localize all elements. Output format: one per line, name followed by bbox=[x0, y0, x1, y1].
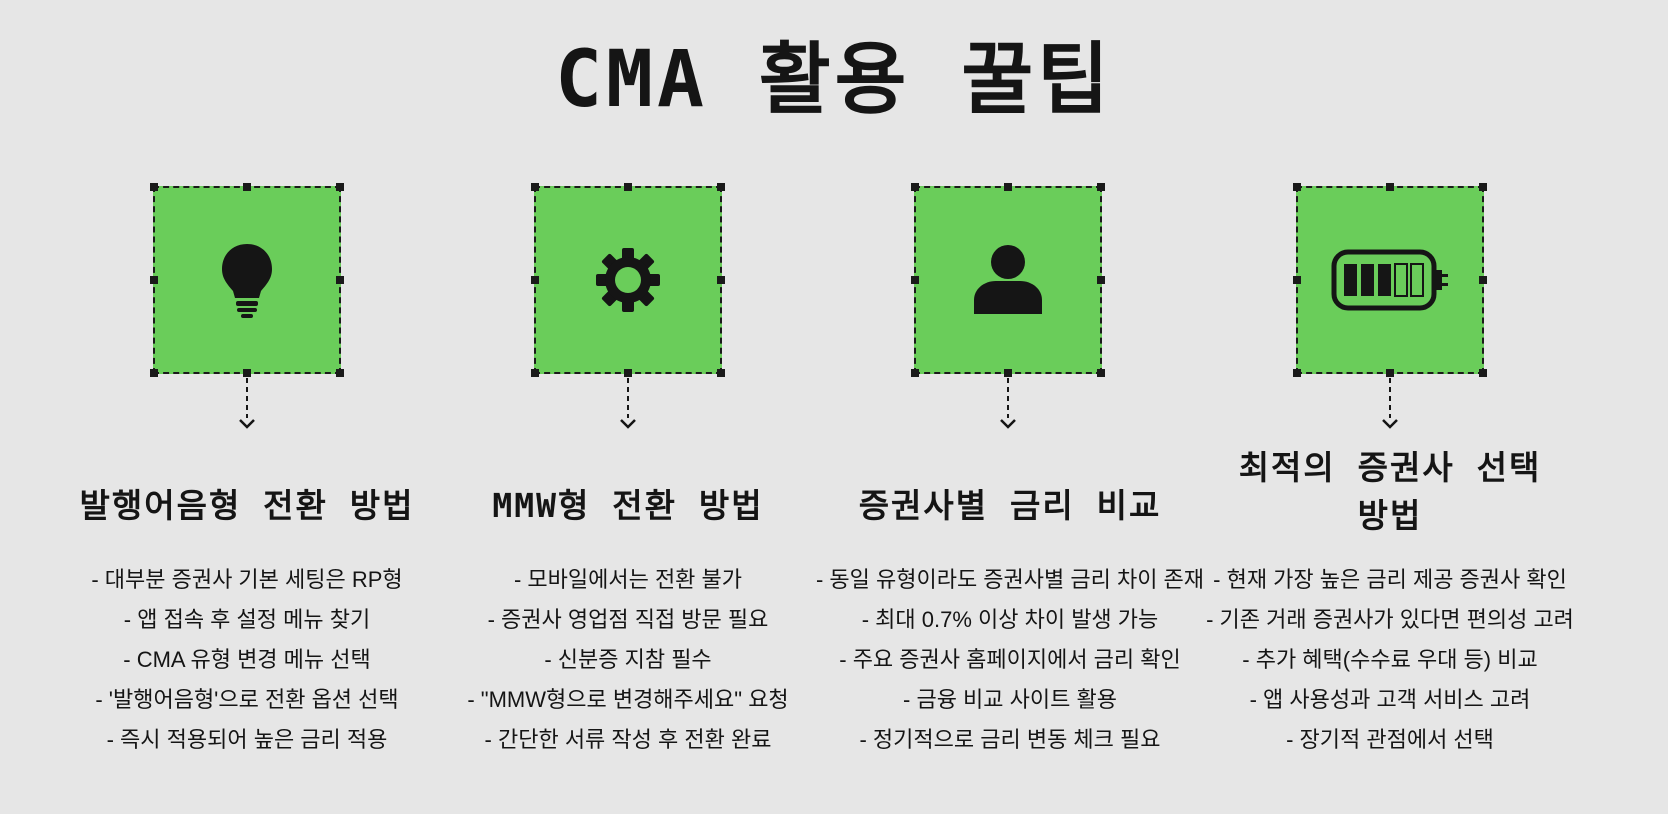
selection-handle bbox=[150, 276, 158, 284]
selection-handle bbox=[531, 183, 539, 191]
selection-handle bbox=[243, 183, 251, 191]
lightbulb-icon bbox=[222, 244, 272, 318]
selection-handle bbox=[1386, 369, 1394, 377]
selection-handle bbox=[1293, 369, 1301, 377]
battery-icon bbox=[1331, 249, 1448, 311]
bullet-list: - 동일 유형이라도 증권사별 금리 차이 존재 - 최대 0.7% 이상 차이… bbox=[800, 560, 1220, 760]
selection-handle bbox=[531, 369, 539, 377]
selection-handle bbox=[1479, 276, 1487, 284]
list-item: - 간단한 서류 작성 후 전환 완료 bbox=[484, 727, 772, 752]
icon-box bbox=[531, 183, 725, 377]
selection-handle bbox=[531, 276, 539, 284]
selection-handle bbox=[1004, 183, 1012, 191]
selection-handle bbox=[150, 183, 158, 191]
selection-handle bbox=[1293, 183, 1301, 191]
gear-icon bbox=[596, 248, 660, 312]
selection-handle bbox=[243, 369, 251, 377]
down-arrow-connector bbox=[1382, 378, 1398, 429]
selection-handle bbox=[717, 369, 725, 377]
list-item: - CMA 유형 변경 메뉴 선택 bbox=[123, 647, 371, 672]
selection-handle bbox=[1097, 276, 1105, 284]
page-title: CMA 활용 꿀팁 bbox=[555, 35, 1113, 125]
selection-handle bbox=[1097, 369, 1105, 377]
list-item: - 동일 유형이라도 증권사별 금리 차이 존재 bbox=[815, 567, 1205, 592]
selection-handle bbox=[624, 183, 632, 191]
bullet-list: - 현재 가장 높은 금리 제공 증권사 확인 - 기존 거래 증권사가 있다면… bbox=[1180, 560, 1600, 760]
selection-handle bbox=[336, 276, 344, 284]
list-item: - 대부분 증권사 기본 세팅은 RP형 bbox=[91, 567, 403, 592]
selection-handle bbox=[336, 183, 344, 191]
selection-handle bbox=[150, 369, 158, 377]
bullet-list: - 대부분 증권사 기본 세팅은 RP형 - 앱 접속 후 설정 메뉴 찾기 -… bbox=[37, 560, 457, 760]
column-heading: 최적의 증권사 선택 방법 bbox=[1238, 448, 1542, 535]
selection-handle bbox=[1386, 183, 1394, 191]
list-item: - 증권사 영업점 직접 방문 필요 bbox=[487, 607, 769, 632]
selection-handle bbox=[1479, 369, 1487, 377]
selection-handle bbox=[717, 183, 725, 191]
list-item: - 즉시 적용되어 높은 금리 적용 bbox=[106, 727, 388, 752]
column-heading: MMW형 전환 방법 bbox=[492, 486, 764, 525]
selection-handle bbox=[1293, 276, 1301, 284]
list-item: - 추가 혜택(수수료 우대 등) 비교 bbox=[1242, 647, 1538, 672]
tip-column-4: 최적의 증권사 선택 방법 - 현재 가장 높은 금리 제공 증권사 확인 - … bbox=[1180, 0, 1600, 814]
selection-handle bbox=[911, 183, 919, 191]
tip-column-1: 발행어음형 전환 방법 - 대부분 증권사 기본 세팅은 RP형 - 앱 접속 … bbox=[37, 0, 457, 814]
selection-handle bbox=[336, 369, 344, 377]
list-item: - 현재 가장 높은 금리 제공 증권사 확인 bbox=[1213, 567, 1567, 592]
tip-column-3: 증권사별 금리 비교 - 동일 유형이라도 증권사별 금리 차이 존재 - 최대… bbox=[800, 0, 1220, 814]
down-arrow-connector bbox=[239, 378, 255, 429]
tip-column-2: MMW형 전환 방법 - 모바일에서는 전환 불가 - 증권사 영업점 직접 방… bbox=[418, 0, 838, 814]
selection-handle bbox=[624, 369, 632, 377]
list-item: - 앱 사용성과 고객 서비스 고려 bbox=[1249, 687, 1531, 712]
down-arrow-connector bbox=[620, 378, 636, 429]
column-heading: 증권사별 금리 비교 bbox=[858, 486, 1162, 525]
icon-box bbox=[150, 183, 344, 377]
list-item: - 모바일에서는 전환 불가 bbox=[513, 567, 743, 592]
selection-handle bbox=[1097, 183, 1105, 191]
list-item: - 최대 0.7% 이상 차이 발생 가능 bbox=[861, 607, 1159, 632]
list-item: - 신분증 지참 필수 bbox=[544, 647, 712, 672]
list-item: - "MMW형으로 변경해주세요" 요청 bbox=[467, 687, 789, 712]
list-item: - 주요 증권사 홈페이지에서 금리 확인 bbox=[839, 647, 1181, 672]
column-heading: 발행어음형 전환 방법 bbox=[79, 486, 415, 525]
list-item: - '발행어음형'으로 전환 옵션 선택 bbox=[95, 687, 399, 712]
user-icon bbox=[974, 245, 1042, 314]
selection-handle bbox=[1479, 183, 1487, 191]
list-item: - 정기적으로 금리 변동 체크 필요 bbox=[859, 727, 1161, 752]
list-item: - 장기적 관점에서 선택 bbox=[1286, 727, 1494, 752]
down-arrow-connector bbox=[1000, 378, 1016, 429]
selection-handle bbox=[1004, 369, 1012, 377]
list-item: - 금융 비교 사이트 활용 bbox=[903, 687, 1117, 712]
list-item: - 기존 거래 증권사가 있다면 편의성 고려 bbox=[1206, 607, 1574, 632]
selection-handle bbox=[717, 276, 725, 284]
list-item: - 앱 접속 후 설정 메뉴 찾기 bbox=[123, 607, 371, 632]
icon-box bbox=[911, 183, 1105, 377]
icon-box bbox=[1293, 183, 1487, 377]
selection-handle bbox=[911, 276, 919, 284]
bullet-list: - 모바일에서는 전환 불가 - 증권사 영업점 직접 방문 필요 - 신분증 … bbox=[418, 560, 838, 760]
selection-handle bbox=[911, 369, 919, 377]
